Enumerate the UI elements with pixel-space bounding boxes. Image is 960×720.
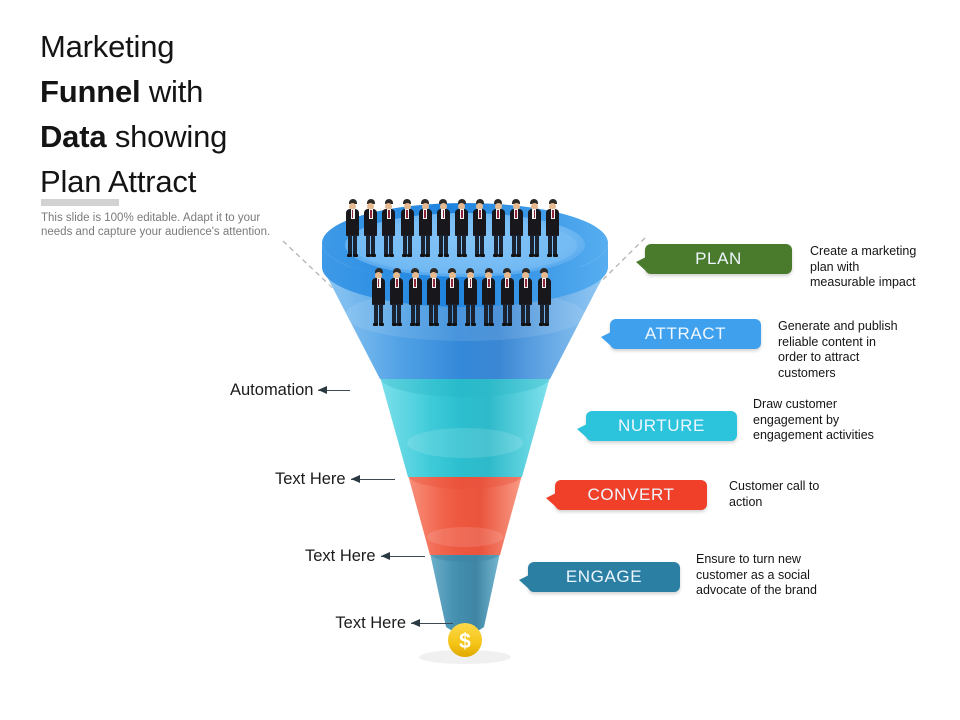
stage-description-convert: Customer call to action	[729, 479, 820, 509]
people-row-top	[345, 199, 560, 257]
left-label-text: Text Here	[305, 547, 376, 565]
stage-description-engage: Ensure to turn new customer as a social …	[696, 552, 817, 597]
title-word: Plan Attract	[40, 164, 197, 199]
page-title: Marketing Funnel with Data showing Plan …	[40, 24, 370, 204]
businessman-icon	[481, 268, 496, 326]
stage-badge-engage[interactable]: ENGAGE	[519, 562, 680, 592]
left-label-text-here-3[interactable]: Text Here	[333, 614, 453, 633]
title-word-bold: Data	[40, 119, 107, 154]
money-coin	[448, 623, 482, 657]
left-label-text-here-1[interactable]: Text Here	[275, 470, 395, 489]
stage-badge-label: NURTURE	[617, 416, 705, 435]
left-arrow-icon	[350, 475, 395, 484]
left-arrow-icon	[318, 386, 350, 395]
businessman-icon	[445, 268, 460, 326]
coin-dollar-symbol: $	[459, 630, 471, 653]
stage-badge-nurture[interactable]: NURTURE	[577, 411, 737, 441]
businessman-icon	[463, 268, 478, 326]
businessman-icon	[545, 199, 560, 257]
businessman-icon	[500, 268, 515, 326]
businessman-icon	[371, 268, 386, 326]
stage-description-nurture: Draw customer engagement by engagement a…	[753, 397, 874, 442]
businessman-icon	[436, 199, 451, 257]
businessman-icon	[418, 199, 433, 257]
funnel-gloss-overlay	[322, 267, 608, 634]
businessman-icon	[509, 199, 524, 257]
stage-row-nurture: NURTURE Draw customer engagement by enga…	[577, 397, 885, 444]
businessman-icon	[472, 199, 487, 257]
title-line-4: Plan Attract	[40, 159, 370, 204]
title-word: Marketing	[40, 29, 175, 64]
stage-badge-label: ATTRACT	[644, 324, 727, 343]
businessman-icon	[345, 199, 360, 257]
title-word: with	[140, 74, 204, 109]
stage-badge-label: ENGAGE	[565, 567, 643, 586]
title-word-bold: Funnel	[40, 74, 141, 109]
businessman-icon	[454, 199, 469, 257]
stage-description-plan: Create a marketing plan with measurable …	[810, 244, 917, 289]
left-label-text: Text Here	[275, 470, 346, 488]
left-label-text-here-2[interactable]: Text Here	[305, 547, 425, 566]
stage-badge-attract[interactable]: ATTRACT	[601, 319, 761, 349]
stage-row-attract: ATTRACT Generate and publish reliable co…	[601, 319, 906, 381]
businessman-icon	[381, 199, 396, 257]
stage-badge-plan[interactable]: PLAN	[636, 244, 792, 274]
stage-row-plan: PLAN Create a marketing plan with measur…	[636, 244, 928, 291]
left-label-automation[interactable]: Automation	[230, 381, 350, 400]
stage-badge-convert[interactable]: CONVERT	[546, 480, 707, 510]
businessman-icon	[518, 268, 533, 326]
stage-badge-label: CONVERT	[587, 485, 675, 504]
businessman-icon	[491, 199, 506, 257]
subtitle-text: This slide is 100% editable. Adapt it to…	[41, 212, 271, 238]
businessman-icon	[400, 199, 415, 257]
stage-badge-label: PLAN	[695, 249, 742, 268]
people-row-bottom	[371, 268, 552, 326]
stage-row-engage: ENGAGE Ensure to turn new customer as a …	[519, 552, 818, 599]
businessman-icon	[389, 268, 404, 326]
businessman-icon	[537, 268, 552, 326]
stage-row-convert: CONVERT Customer call to action	[546, 479, 823, 510]
left-label-text: Automation	[230, 381, 314, 399]
businessman-icon	[363, 199, 378, 257]
businessman-icon	[426, 268, 441, 326]
title-line-1: Marketing	[40, 24, 370, 69]
businessman-icon	[408, 268, 423, 326]
title-underline-rule	[41, 199, 119, 206]
stage-description-attract: Generate and publish reliable content in…	[778, 319, 898, 380]
title-word: showing	[106, 119, 228, 154]
title-line-2: Funnel with	[40, 69, 370, 114]
left-label-text: Text Here	[335, 614, 406, 632]
left-arrow-icon	[411, 619, 453, 628]
title-line-3: Data showing	[40, 114, 370, 159]
businessman-icon	[527, 199, 542, 257]
left-arrow-icon	[380, 552, 425, 561]
